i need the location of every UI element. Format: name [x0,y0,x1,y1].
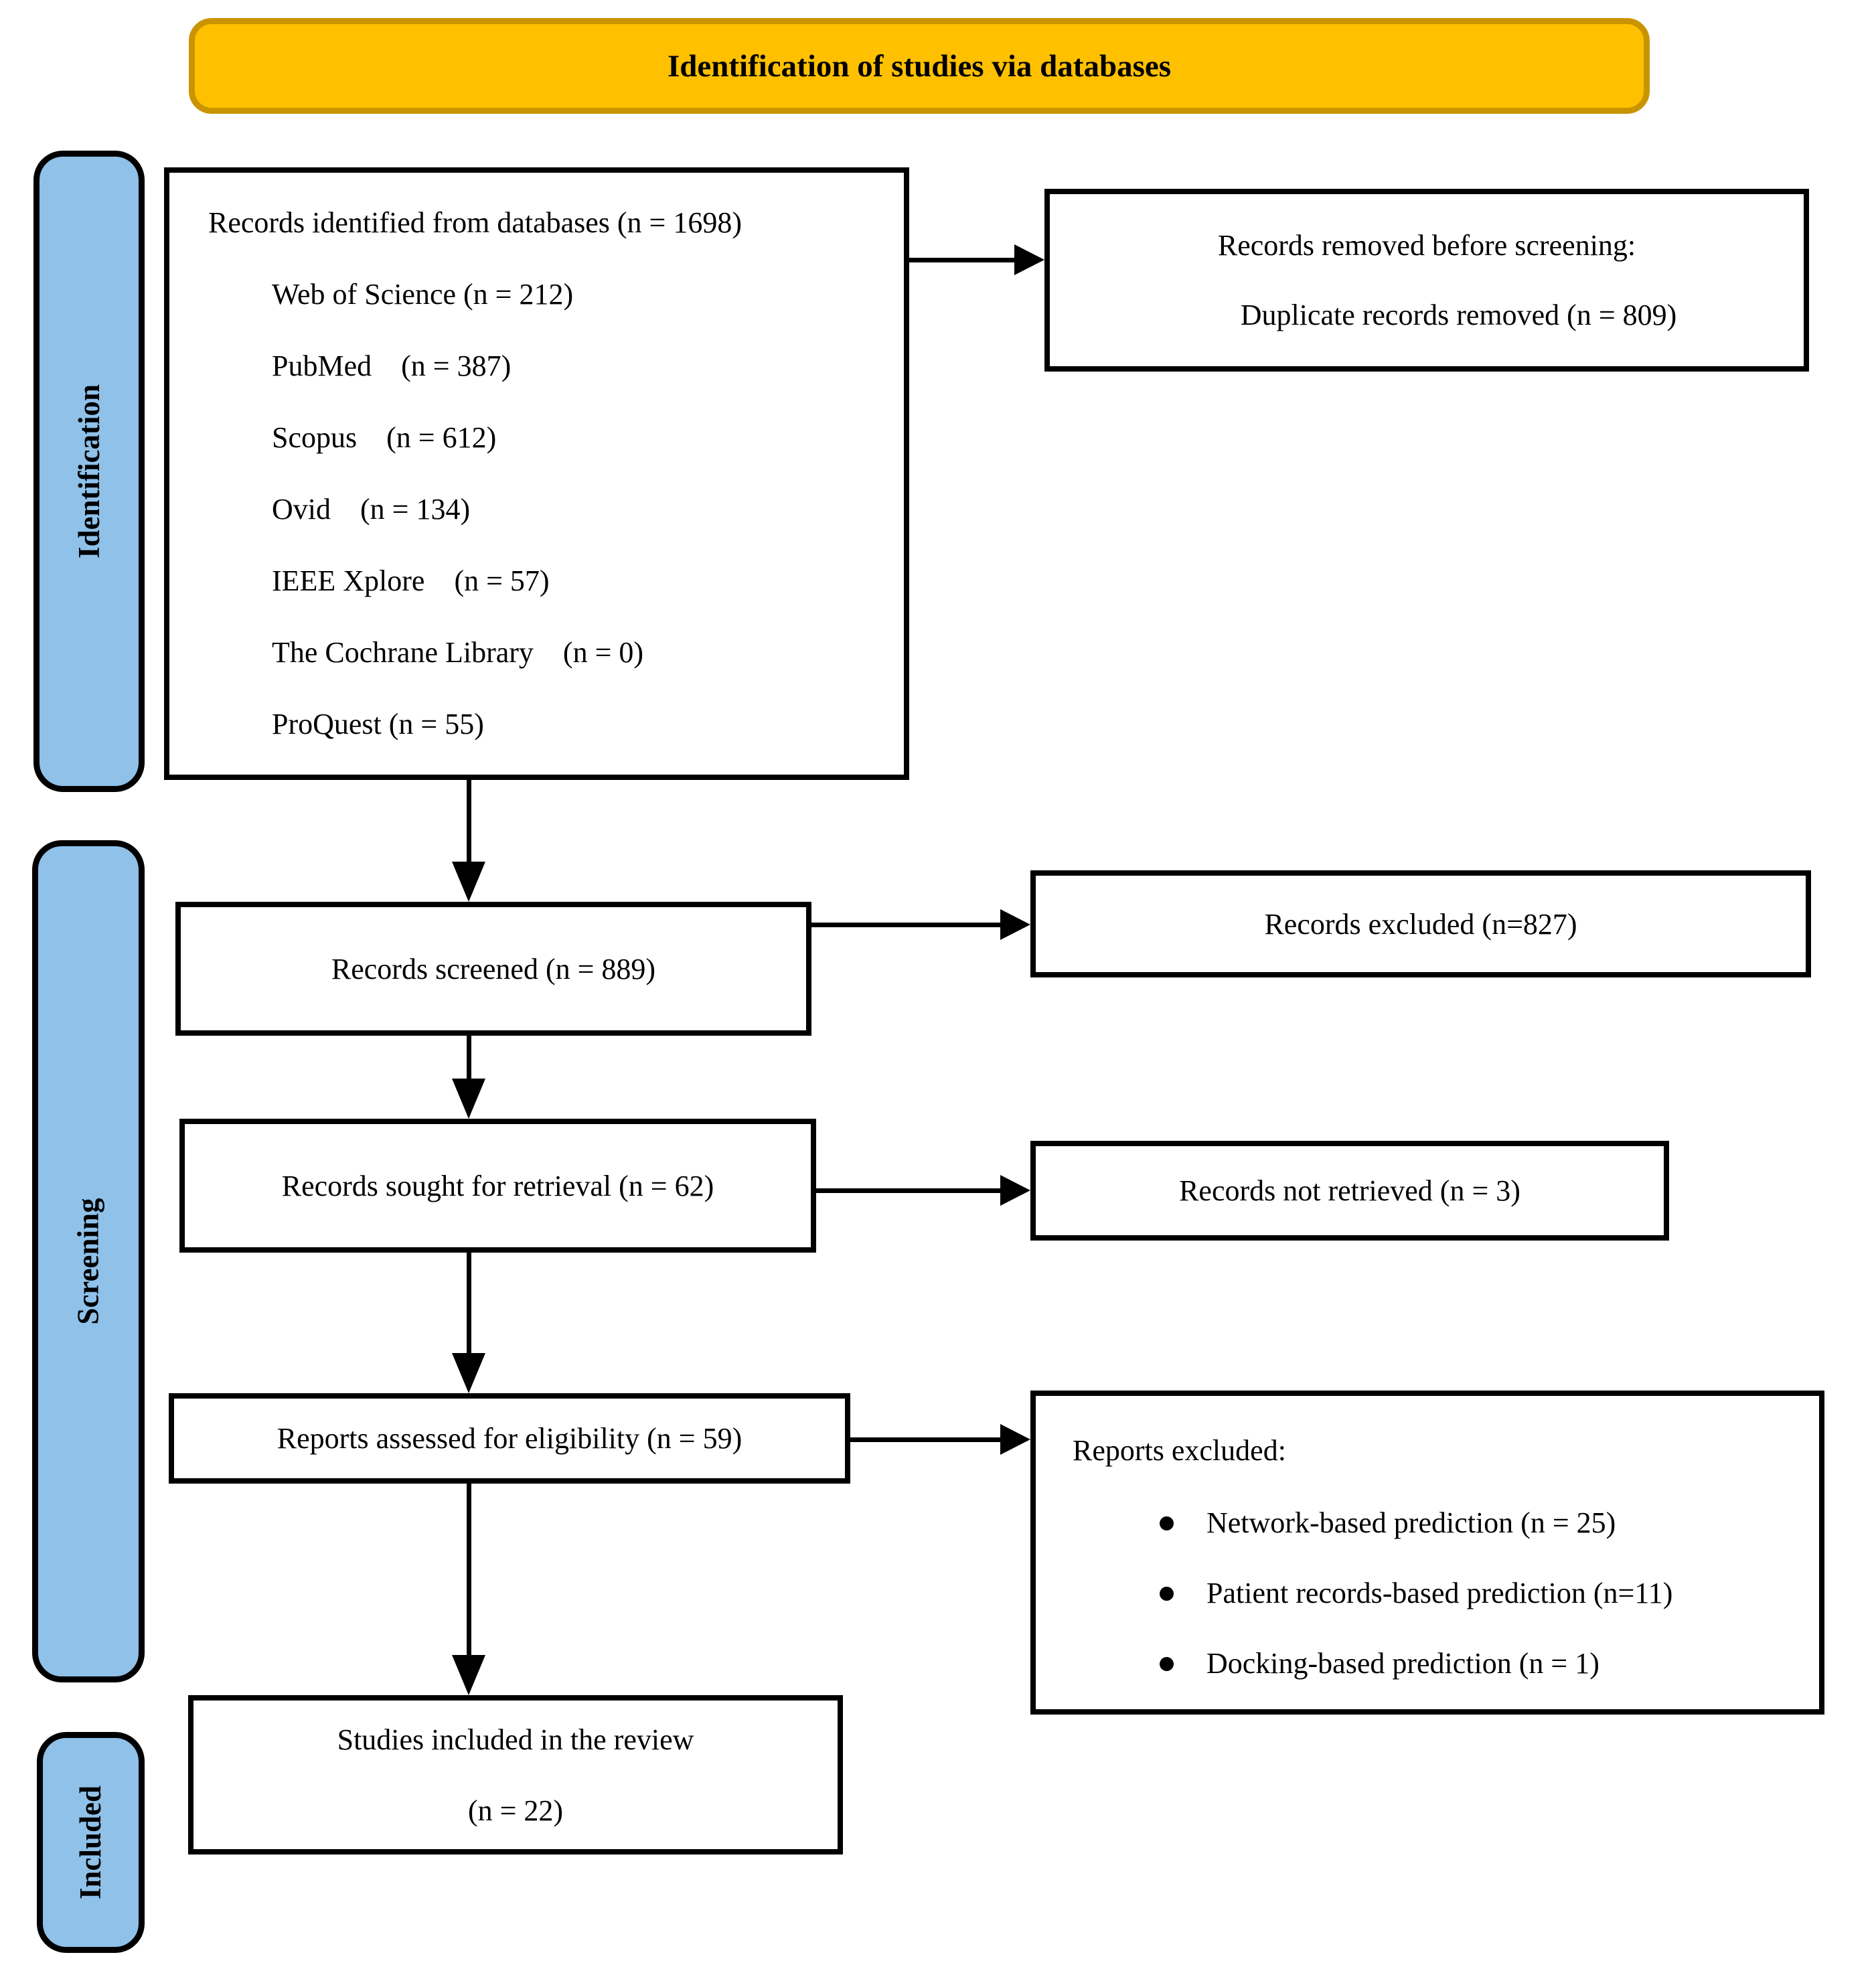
records-screened-box: Records screened (n = 889) [175,902,811,1036]
list-item: Docking-based prediction (n = 1) [1160,1644,1806,1684]
database-list: Web of Science (n = 212) PubMed (n = 387… [208,274,890,744]
arrow-identified-to-removed-line [909,258,1016,262]
records-excluded-label: Records excluded (n=827) [1264,907,1577,941]
stage-screening-label: Screening [72,1198,106,1325]
stage-included: Included [37,1732,145,1953]
list-item: Scopus (n = 612) [272,421,497,454]
records-not-retrieved-box: Records not retrieved (n = 3) [1030,1141,1669,1241]
reports-excluded-title: Reports excluded: [1073,1434,1286,1467]
reports-excluded-list: Network-based prediction (n = 25) Patien… [1073,1503,1806,1684]
arrow-right-icon [1014,244,1044,275]
list-item: The Cochrane Library (n = 0) [272,636,644,669]
diagram-title: Identification of studies via databases [667,48,1172,84]
arrow-assessed-to-included-line [467,1484,471,1657]
records-sought-box: Records sought for retrieval (n = 62) [179,1119,816,1253]
records-screened-label: Records screened (n = 889) [331,952,656,985]
arrow-down-icon [452,1655,485,1695]
arrow-screened-to-sought-line [467,1036,471,1081]
arrow-right-icon [1000,909,1030,940]
records-removed-line1: Records removed before screening: [1217,228,1636,262]
list-item: Network-based prediction (n = 25) [1160,1503,1806,1543]
arrow-down-icon [452,1079,485,1119]
list-item: IEEE Xplore (n = 57) [272,564,550,597]
records-sought-label: Records sought for retrieval (n = 62) [281,1169,714,1202]
arrow-right-icon [1000,1175,1030,1206]
records-identified-box: Records identified from databases (n = 1… [164,167,909,780]
records-not-retrieved-label: Records not retrieved (n = 3) [1179,1174,1520,1207]
title-banner: Identification of studies via databases [189,18,1650,114]
arrow-identified-to-screened-line [467,780,471,864]
arrow-down-icon [452,862,485,902]
studies-included-line1: Studies included in the review [337,1723,694,1756]
reports-assessed-label: Reports assessed for eligibility (n = 59… [277,1422,742,1455]
arrow-sought-to-assessed-line [467,1253,471,1355]
list-item: ProQuest (n = 55) [272,708,484,740]
arrow-down-icon [452,1353,485,1393]
reports-excluded-box: Reports excluded: Network-based predicti… [1030,1391,1824,1715]
list-item: Patient records-based prediction (n=11) [1160,1573,1806,1613]
records-removed-box: Records removed before screening: Duplic… [1044,189,1809,372]
studies-included-line2: (n = 22) [467,1794,564,1827]
list-item: Web of Science (n = 212) [272,278,574,311]
stage-identification: Identification [33,151,145,792]
records-excluded-box: Records excluded (n=827) [1030,870,1811,977]
stage-identification-label: Identification [72,384,106,559]
list-item: Ovid (n = 134) [272,493,471,526]
list-item: PubMed (n = 387) [272,349,512,382]
arrow-screened-to-excluded-line [811,923,1002,927]
arrow-right-icon [1000,1424,1030,1455]
reports-assessed-box: Reports assessed for eligibility (n = 59… [169,1393,850,1484]
arrow-sought-to-notretrieved-line [816,1188,1002,1193]
studies-included-box: Studies included in the review (n = 22) [188,1695,843,1854]
stage-included-label: Included [74,1785,108,1900]
records-identified-title: Records identified from databases (n = 1… [208,206,742,239]
stage-screening: Screening [32,840,145,1682]
records-removed-line2: Duplicate records removed (n = 809) [1240,298,1677,331]
arrow-assessed-to-reportsexcluded-line [850,1437,1002,1442]
